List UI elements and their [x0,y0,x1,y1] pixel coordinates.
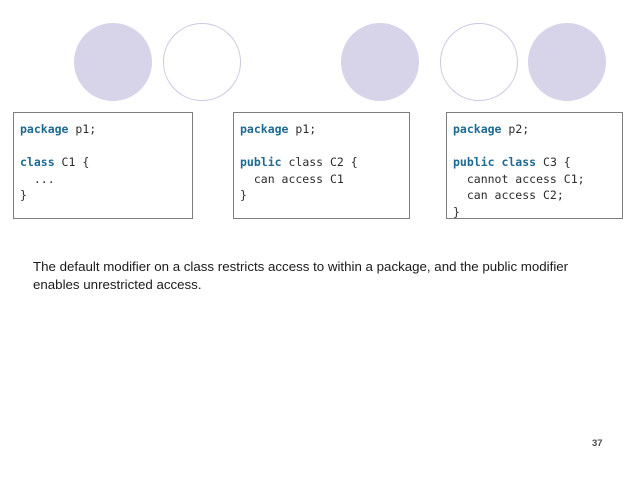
code-text: p2; [501,122,530,136]
code-text: C3 { [536,155,571,169]
package-circle-filled-icon [528,23,606,101]
code-box: package p1; public class C2 { can access … [233,112,410,219]
package-circle-outline-icon [163,23,241,101]
code-text: } [240,188,247,202]
code-keyword: package [453,122,502,136]
code-text: } [20,188,27,202]
code-keyword: package [240,122,289,136]
code-line: cannot access C1; [453,171,622,188]
code-text: can access C2; [453,188,564,202]
code-line: can access C1 [240,171,409,188]
code-keyword: public [240,155,282,169]
code-text: cannot access C1; [453,171,585,186]
code-line [240,138,409,155]
package-circles-diagram [0,0,638,110]
code-text: } [453,204,460,219]
page-number: 37 [592,438,603,449]
slide-caption: The default modifier on a class restrict… [33,259,569,292]
code-keyword: package [20,122,69,136]
code-text: ... [20,171,55,186]
code-line: can access C2; [453,187,622,204]
code-line: } [20,187,192,204]
code-text: p1; [68,122,97,136]
code-box: package p2; public class C3 { cannot acce… [446,112,623,219]
code-keyword: class [20,155,55,169]
package-circle-filled-icon [74,23,152,101]
code-text: can access C1 [240,171,344,186]
code-text: p1; [288,122,317,136]
code-line: ... [20,171,192,188]
code-line: package p1; [20,121,192,138]
code-line: public class C2 { [240,154,409,171]
code-keyword: public class [453,155,537,169]
code-box: package p1; class C1 { ...} [13,112,193,219]
code-line: package p1; [240,121,409,138]
code-line: public class C3 { [453,154,622,171]
package-circle-filled-icon [341,23,419,101]
code-line: } [453,204,622,221]
package-circle-outline-icon [440,23,518,101]
code-line: class C1 { [20,154,192,171]
code-line [453,138,622,155]
code-line: } [240,187,409,204]
code-text: class C2 { [281,155,358,169]
code-text: C1 { [54,155,90,169]
code-line: package p2; [453,121,622,138]
code-line [20,138,192,155]
